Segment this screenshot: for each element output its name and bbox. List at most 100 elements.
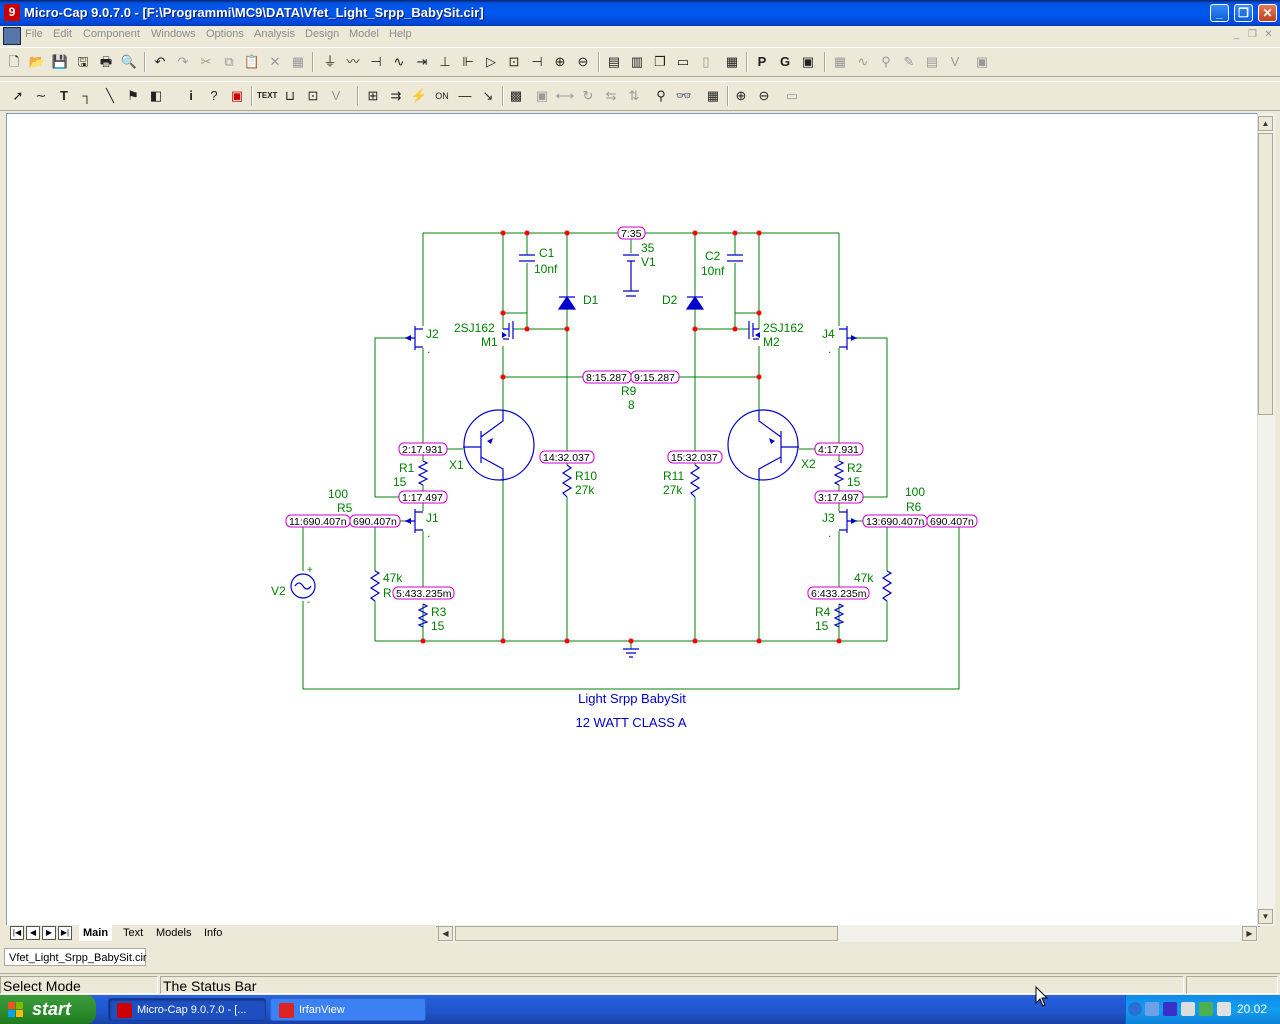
- menu-model[interactable]: Model: [349, 28, 379, 40]
- diode-component-icon[interactable]: ⇥: [416, 54, 428, 69]
- open-folder-icon[interactable]: 📂: [28, 54, 46, 69]
- info-icon[interactable]: i: [189, 88, 193, 103]
- wire-segment-icon[interactable]: —: [458, 88, 472, 103]
- mdi-restore-icon[interactable]: ❐: [1248, 29, 1257, 40]
- tray-expand-icon[interactable]: [1128, 1002, 1142, 1016]
- mosfet-component-icon[interactable]: ⊣: [531, 54, 543, 69]
- current-flow-icon[interactable]: ⇉: [390, 88, 402, 103]
- scroll-up-icon[interactable]: ▲: [1258, 116, 1273, 131]
- battery-component-icon[interactable]: ⊥: [439, 54, 451, 69]
- find-icon[interactable]: ⚲: [656, 88, 666, 103]
- ground-component-icon[interactable]: ⏚: [323, 54, 337, 69]
- vi-icon[interactable]: V: [950, 54, 960, 69]
- scroll-left-icon[interactable]: ◀: [438, 926, 453, 941]
- menu-analysis[interactable]: Analysis: [254, 28, 295, 40]
- cascade-icon[interactable]: ❐: [654, 54, 666, 69]
- p-button[interactable]: P: [757, 54, 767, 69]
- node-numbers-icon[interactable]: ⊔: [284, 88, 296, 103]
- point-to-end-icon[interactable]: ▣: [230, 88, 244, 103]
- next-page-icon[interactable]: ▶: [42, 926, 56, 940]
- title-bar[interactable]: 9 Micro-Cap 9.0.7.0 - [F:\Programmi\MC9\…: [0, 0, 1280, 26]
- copy-icon[interactable]: ⧉: [224, 54, 234, 69]
- horizontal-scroll-thumb[interactable]: [455, 926, 838, 941]
- menu-design[interactable]: Design: [305, 28, 340, 40]
- probe-arrow-icon[interactable]: ↘: [482, 88, 494, 103]
- document-tab[interactable]: Vfet_Light_Srpp_BabySit.cir: [4, 948, 147, 966]
- group-icon[interactable]: ▣: [535, 88, 549, 103]
- ortho-wire-icon[interactable]: ┐: [82, 88, 92, 103]
- menu-file[interactable]: File: [25, 28, 43, 40]
- select-all-icon[interactable]: ▦: [291, 54, 305, 69]
- help-mode-icon[interactable]: ?: [210, 88, 218, 103]
- schematic-drawing[interactable]: C1 10nf C2 10nf 35 V1 D1 D2 2SJ162 M1 2S…: [7, 114, 1259, 926]
- delete-icon[interactable]: ✕: [269, 54, 281, 69]
- redo-icon[interactable]: ↷: [177, 54, 189, 69]
- vertical-scroll-thumb[interactable]: [1258, 133, 1273, 415]
- flip-icon[interactable]: ⇆: [605, 88, 617, 103]
- capacitor-component-icon[interactable]: ⊣: [370, 54, 382, 69]
- wire-mode-icon[interactable]: ∼: [35, 88, 47, 103]
- microcap-icon[interactable]: 9: [4, 4, 20, 21]
- first-page-icon[interactable]: |◀: [10, 926, 24, 940]
- split-window-icon[interactable]: ▯: [702, 54, 710, 69]
- chip-icon[interactable]: ▤: [925, 54, 939, 69]
- components-list-icon[interactable]: ▩: [509, 88, 523, 103]
- flip-vertical-icon[interactable]: ⇅: [628, 88, 640, 103]
- close-button[interactable]: ✕: [1258, 4, 1277, 22]
- save-all-icon[interactable]: 🖫: [77, 54, 89, 69]
- on-state-icon[interactable]: ON: [435, 91, 449, 101]
- zoom-out-icon[interactable]: ⊖: [758, 88, 770, 103]
- scroll-down-icon[interactable]: ▼: [1258, 909, 1273, 924]
- pin-connections-icon[interactable]: ⊞: [367, 88, 379, 103]
- camera-icon[interactable]: ▭: [785, 88, 799, 103]
- power-icon[interactable]: ⚡: [410, 88, 428, 103]
- paste-icon[interactable]: 📋: [243, 54, 261, 69]
- binoculars-icon[interactable]: 👓: [675, 88, 693, 103]
- scroll-right-icon[interactable]: ▶: [1242, 926, 1257, 941]
- tab-main[interactable]: Main: [79, 925, 113, 941]
- voltage-source-icon[interactable]: ⊖: [577, 54, 589, 69]
- prev-page-icon[interactable]: ◀: [26, 926, 40, 940]
- node-voltages-icon[interactable]: ⊡: [307, 88, 319, 103]
- safely-remove-icon[interactable]: [1199, 1002, 1213, 1016]
- print-preview-icon[interactable]: 🔍: [120, 54, 138, 69]
- bluetooth-icon[interactable]: [1163, 1002, 1177, 1016]
- menu-options[interactable]: Options: [206, 28, 244, 40]
- g-button[interactable]: G: [779, 54, 791, 69]
- text-mode-button[interactable]: TEXT: [257, 91, 278, 100]
- flag-icon[interactable]: ⚑: [127, 88, 139, 103]
- fit-icon[interactable]: ▣: [975, 54, 989, 69]
- menu-windows[interactable]: Windows: [151, 28, 196, 40]
- tab-models[interactable]: Models: [156, 927, 192, 939]
- jfet-component-icon[interactable]: ⊡: [508, 54, 520, 69]
- tab-text[interactable]: Text: [123, 927, 144, 939]
- device-icon[interactable]: [1217, 1002, 1231, 1016]
- print-icon[interactable]: 🖶: [99, 54, 113, 69]
- grid-icon[interactable]: ▦: [833, 54, 847, 69]
- tab-info[interactable]: Info: [204, 927, 223, 939]
- window-icon[interactable]: ▭: [676, 54, 690, 69]
- network-icon[interactable]: [1145, 1002, 1159, 1016]
- task-microcap[interactable]: Micro-Cap 9.0.7.0 - [...: [108, 998, 266, 1021]
- start-button[interactable]: start: [0, 995, 96, 1024]
- tile-horizontal-icon[interactable]: ▤: [607, 54, 621, 69]
- schematic-view-icon[interactable]: ▦: [706, 88, 720, 103]
- zoom-in-icon[interactable]: ⊕: [735, 88, 747, 103]
- opamp-component-icon[interactable]: ▷: [486, 54, 496, 69]
- tile-vertical-icon[interactable]: ▥: [630, 54, 644, 69]
- last-page-icon[interactable]: ▶|: [58, 926, 72, 940]
- menu-component[interactable]: Component: [83, 28, 140, 40]
- schematic-canvas[interactable]: C1 10nf C2 10nf 35 V1 D1 D2 2SJ162 M1 2S…: [6, 113, 1260, 927]
- cut-icon[interactable]: ✂: [200, 54, 212, 69]
- rotate-icon[interactable]: ↻: [582, 88, 594, 103]
- vi-dropdown-icon[interactable]: V: [331, 88, 341, 103]
- resistor-component-icon[interactable]: 〰: [346, 54, 360, 69]
- document-icon[interactable]: [3, 27, 21, 45]
- printer-icon[interactable]: [1181, 1002, 1195, 1016]
- shapes-icon[interactable]: ◧: [149, 88, 163, 103]
- current-source-icon[interactable]: ⊕: [554, 54, 566, 69]
- save-icon[interactable]: 💾: [51, 54, 69, 69]
- pen-icon[interactable]: ✎: [903, 54, 915, 69]
- new-file-icon[interactable]: 🗋: [8, 54, 20, 69]
- calculator-icon[interactable]: ▦: [725, 54, 739, 69]
